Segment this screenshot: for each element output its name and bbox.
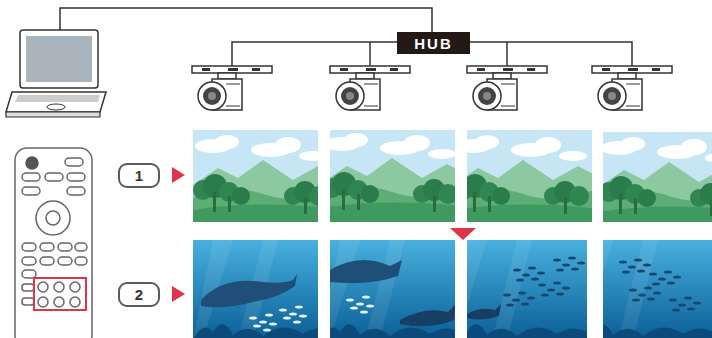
pointer-arrow [172, 286, 185, 302]
pointer-arrows [172, 167, 476, 302]
remote-button [40, 243, 54, 251]
wire [506, 42, 508, 66]
remote-button [75, 257, 87, 265]
whale [330, 260, 402, 283]
number-button [54, 282, 64, 292]
node-text: 2 [135, 286, 143, 303]
remote-body [15, 148, 92, 338]
remote-button [22, 284, 34, 291]
whale [201, 274, 297, 307]
landscape-panel [322, 128, 462, 228]
number-button [38, 297, 48, 307]
remote-button [22, 270, 36, 278]
remote-button [58, 257, 72, 265]
pointer-arrow [172, 167, 185, 183]
remote-button [40, 257, 54, 265]
remote-button [22, 243, 36, 251]
landscape-panel [599, 132, 712, 232]
number-button [70, 297, 80, 307]
direction-pad [36, 201, 70, 235]
underwater-panel [447, 240, 587, 338]
highlight-frame [34, 278, 86, 310]
power-button [26, 157, 38, 169]
remote-button [65, 158, 83, 166]
remote-button [22, 187, 40, 195]
remote-button [67, 173, 85, 181]
remote-button [75, 243, 87, 251]
shark [467, 304, 501, 320]
callout-number: 1 [118, 163, 160, 188]
underwater-panel [320, 240, 460, 338]
shark [400, 304, 456, 326]
remote-control [15, 148, 92, 338]
underwater-panel [573, 240, 712, 338]
enter-button [46, 211, 60, 225]
laptop [6, 30, 106, 117]
landscape-panel [193, 130, 333, 230]
remote-button [58, 243, 72, 251]
number-button [70, 282, 80, 292]
network-wires [60, 8, 632, 66]
remote-button [22, 298, 34, 305]
sequence-arrow [450, 228, 476, 240]
node-text: 1 [135, 167, 143, 184]
remote-button [22, 257, 36, 265]
remote-button [45, 173, 63, 181]
landscape-panel [453, 130, 593, 230]
underwater-panel [193, 240, 333, 338]
remote-button [67, 187, 85, 195]
remote-button [22, 173, 40, 181]
callout-number: 2 [118, 282, 160, 307]
wire [60, 8, 432, 32]
hub-box: HUB [397, 32, 470, 54]
wire [369, 42, 371, 66]
number-button [38, 282, 48, 292]
number-button [54, 297, 64, 307]
node-text: HUB [414, 35, 453, 52]
